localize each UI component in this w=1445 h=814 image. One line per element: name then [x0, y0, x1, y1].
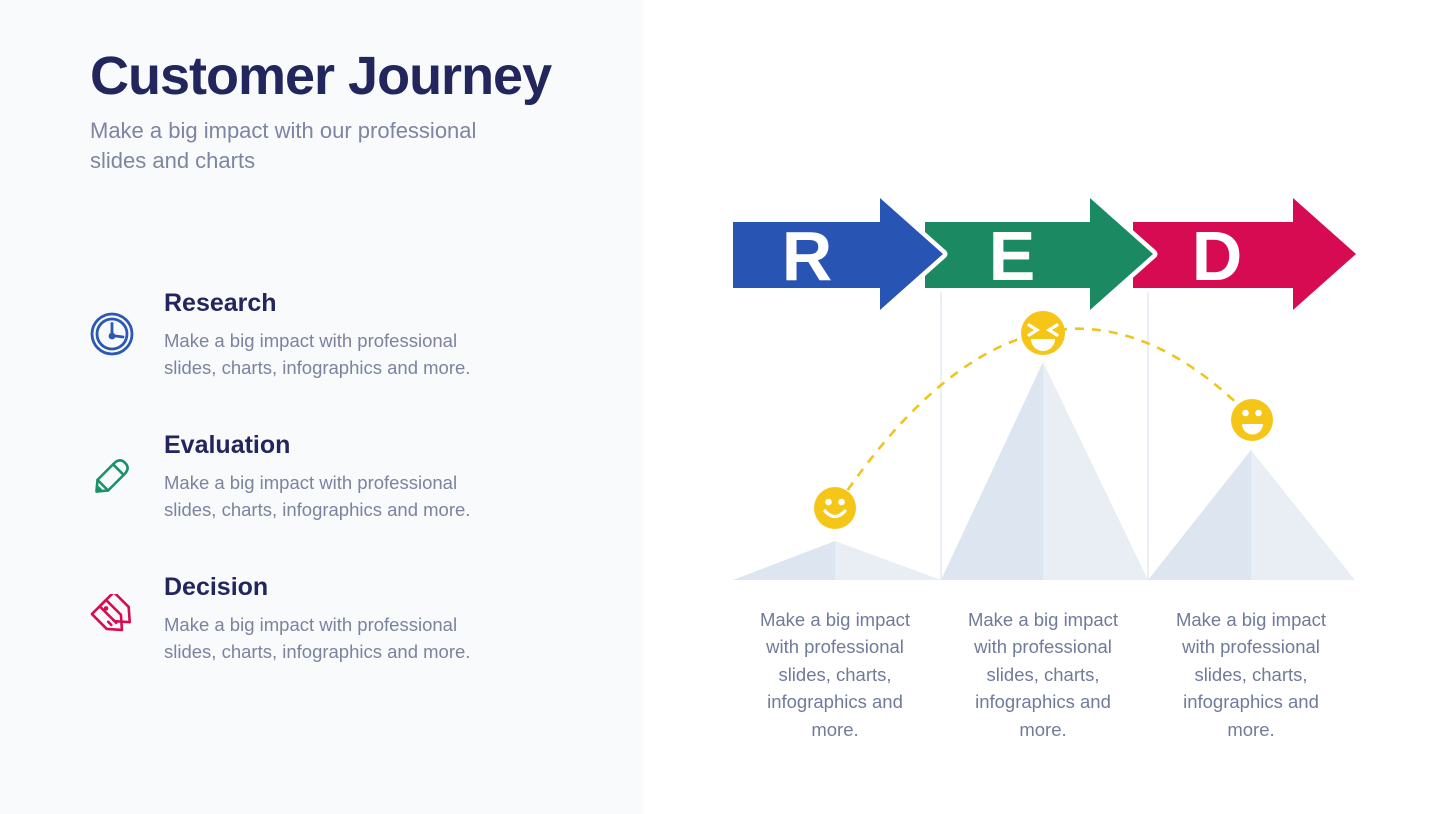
stage-description: Make a big impact with professional slid… — [164, 330, 471, 379]
stage-text: Decision Make a big impact with professi… — [164, 572, 496, 665]
caption-decision: Make a big impact with professional slid… — [1175, 609, 1327, 740]
arrow-letter-e: E — [989, 217, 1036, 295]
laughing-face-emoji — [1021, 311, 1065, 355]
stage-label: Research — [164, 289, 277, 317]
caption-research: Make a big impact with professional slid… — [759, 609, 911, 740]
stage-label: Evaluation — [164, 431, 291, 459]
stage-description: Make a big impact with professional slid… — [164, 472, 471, 521]
stage-item-research: Research Make a big impact with professi… — [88, 288, 528, 381]
arrow-research — [728, 193, 948, 315]
smiling-face-emoji — [814, 487, 856, 529]
page-title: Customer Journey — [90, 46, 552, 106]
stage-description: Make a big impact with professional slid… — [164, 614, 471, 663]
mountain-tall — [941, 362, 1148, 580]
title-block: Customer Journey Make a big impact with … — [90, 46, 590, 176]
left-panel — [0, 0, 643, 814]
tags-icon — [90, 594, 132, 632]
mountain-small — [733, 541, 941, 580]
caption-evaluation: Make a big impact with professional slid… — [967, 609, 1119, 740]
pencil-icon — [95, 459, 129, 493]
stage-item-decision: Decision Make a big impact with professi… — [88, 572, 528, 665]
arrow-letter-r: R — [782, 217, 833, 295]
stage-text: Research Make a big impact with professi… — [164, 288, 496, 381]
page-subtitle: Make a big impact with our professional … — [90, 118, 477, 174]
grinning-face-emoji — [1231, 399, 1273, 441]
stage-text: Evaluation Make a big impact with profes… — [164, 430, 496, 523]
clock-icon — [90, 312, 134, 356]
arrow-decision — [1128, 193, 1361, 315]
mountain-medium — [1148, 450, 1355, 580]
arrow-letter-d: D — [1192, 217, 1243, 295]
stage-label: Decision — [164, 573, 269, 601]
stage-item-evaluation: Evaluation Make a big impact with profes… — [88, 430, 528, 523]
arrow-evaluation — [920, 193, 1158, 315]
